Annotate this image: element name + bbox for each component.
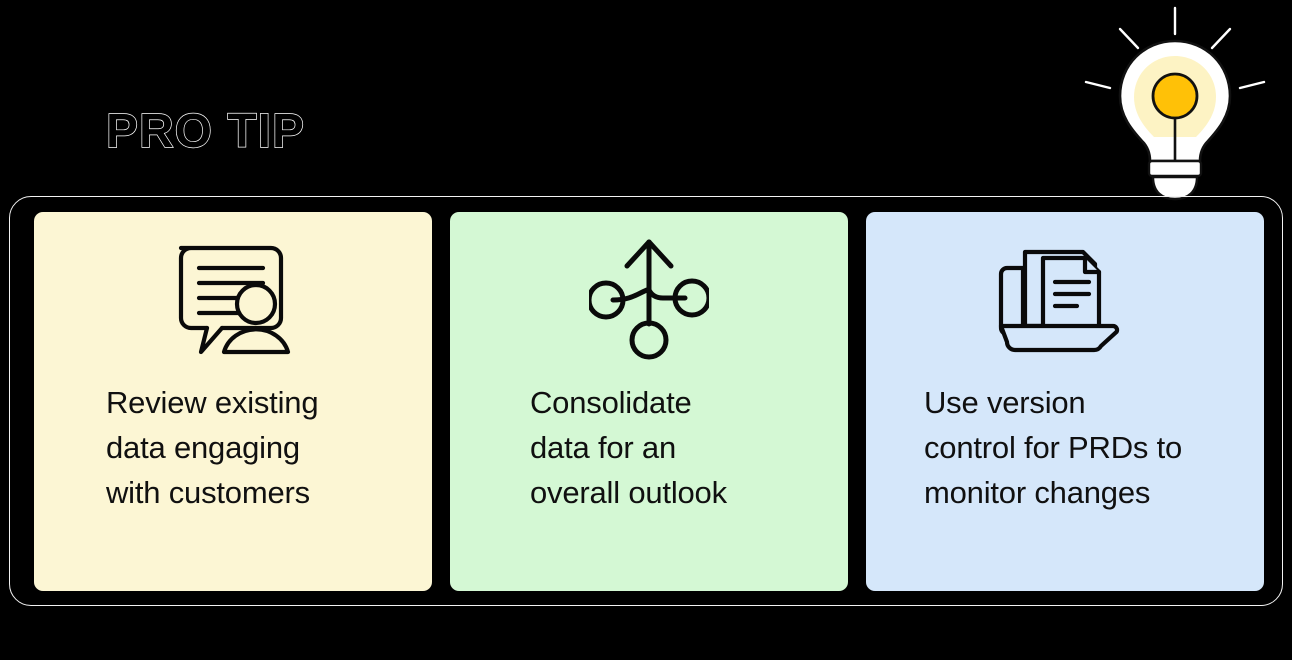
tip-card-label: Review existing data engaging with custo… [106,385,319,510]
tip-card-version-control[interactable]: Use version control for PRDs to monitor … [866,212,1264,591]
chat-person-icon [34,212,432,380]
tips-container [9,196,1283,606]
tip-card-review-data[interactable]: Review existing data engaging with custo… [34,212,432,591]
tip-card-label: Use version control for PRDs to monitor … [924,385,1183,510]
folder-documents-icon [866,212,1264,380]
page-title: PRO TIP [105,105,306,158]
tips-card-row: Review existing data engaging with custo… [34,212,1264,591]
tip-card-consolidate-data[interactable]: Consolidate data for an overall outlook [450,212,848,591]
merge-arrow-icon [450,212,848,380]
tip-card-label: Consolidate data for an overall outlook [530,385,727,510]
lightbulb-icon [1058,0,1292,204]
